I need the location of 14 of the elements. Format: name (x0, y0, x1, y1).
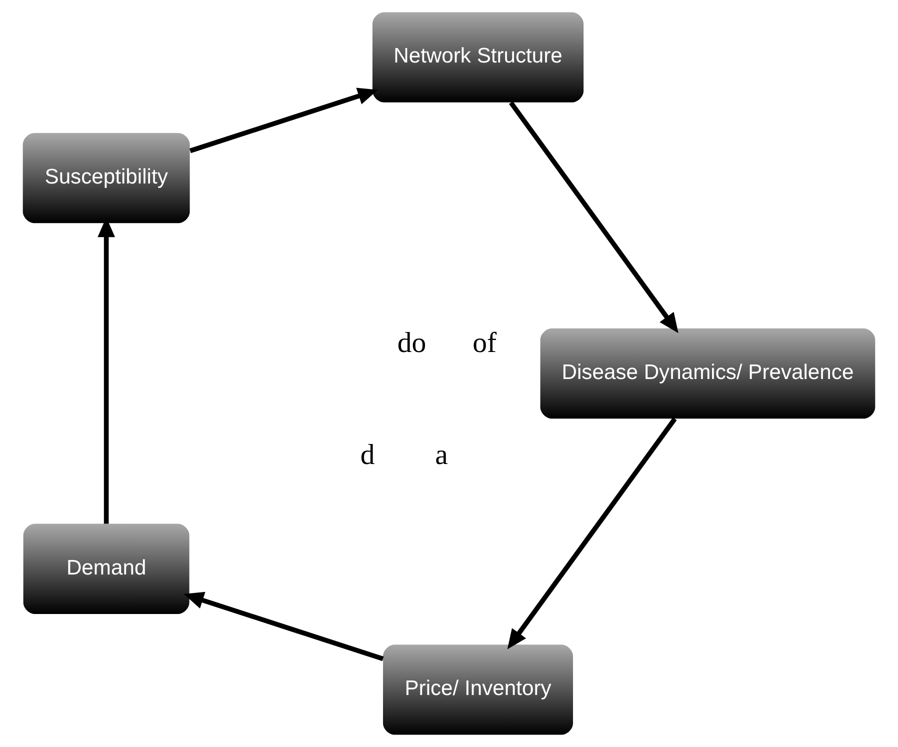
node-box: Demand (23, 524, 190, 614)
node-box: Network Structure (372, 12, 584, 102)
node-box: Price/ Inventory (383, 644, 573, 735)
label: do (397, 326, 426, 359)
node-box: Susceptibility (22, 133, 190, 224)
arrow (508, 101, 678, 334)
node-box: Disease Dynamics/ Prevalence (540, 328, 876, 419)
arrow (184, 592, 384, 662)
label: d (360, 439, 375, 472)
arrow (98, 217, 116, 524)
label: of (472, 326, 497, 359)
arrow (507, 417, 677, 650)
label: a (435, 439, 448, 472)
arrow (189, 88, 378, 154)
